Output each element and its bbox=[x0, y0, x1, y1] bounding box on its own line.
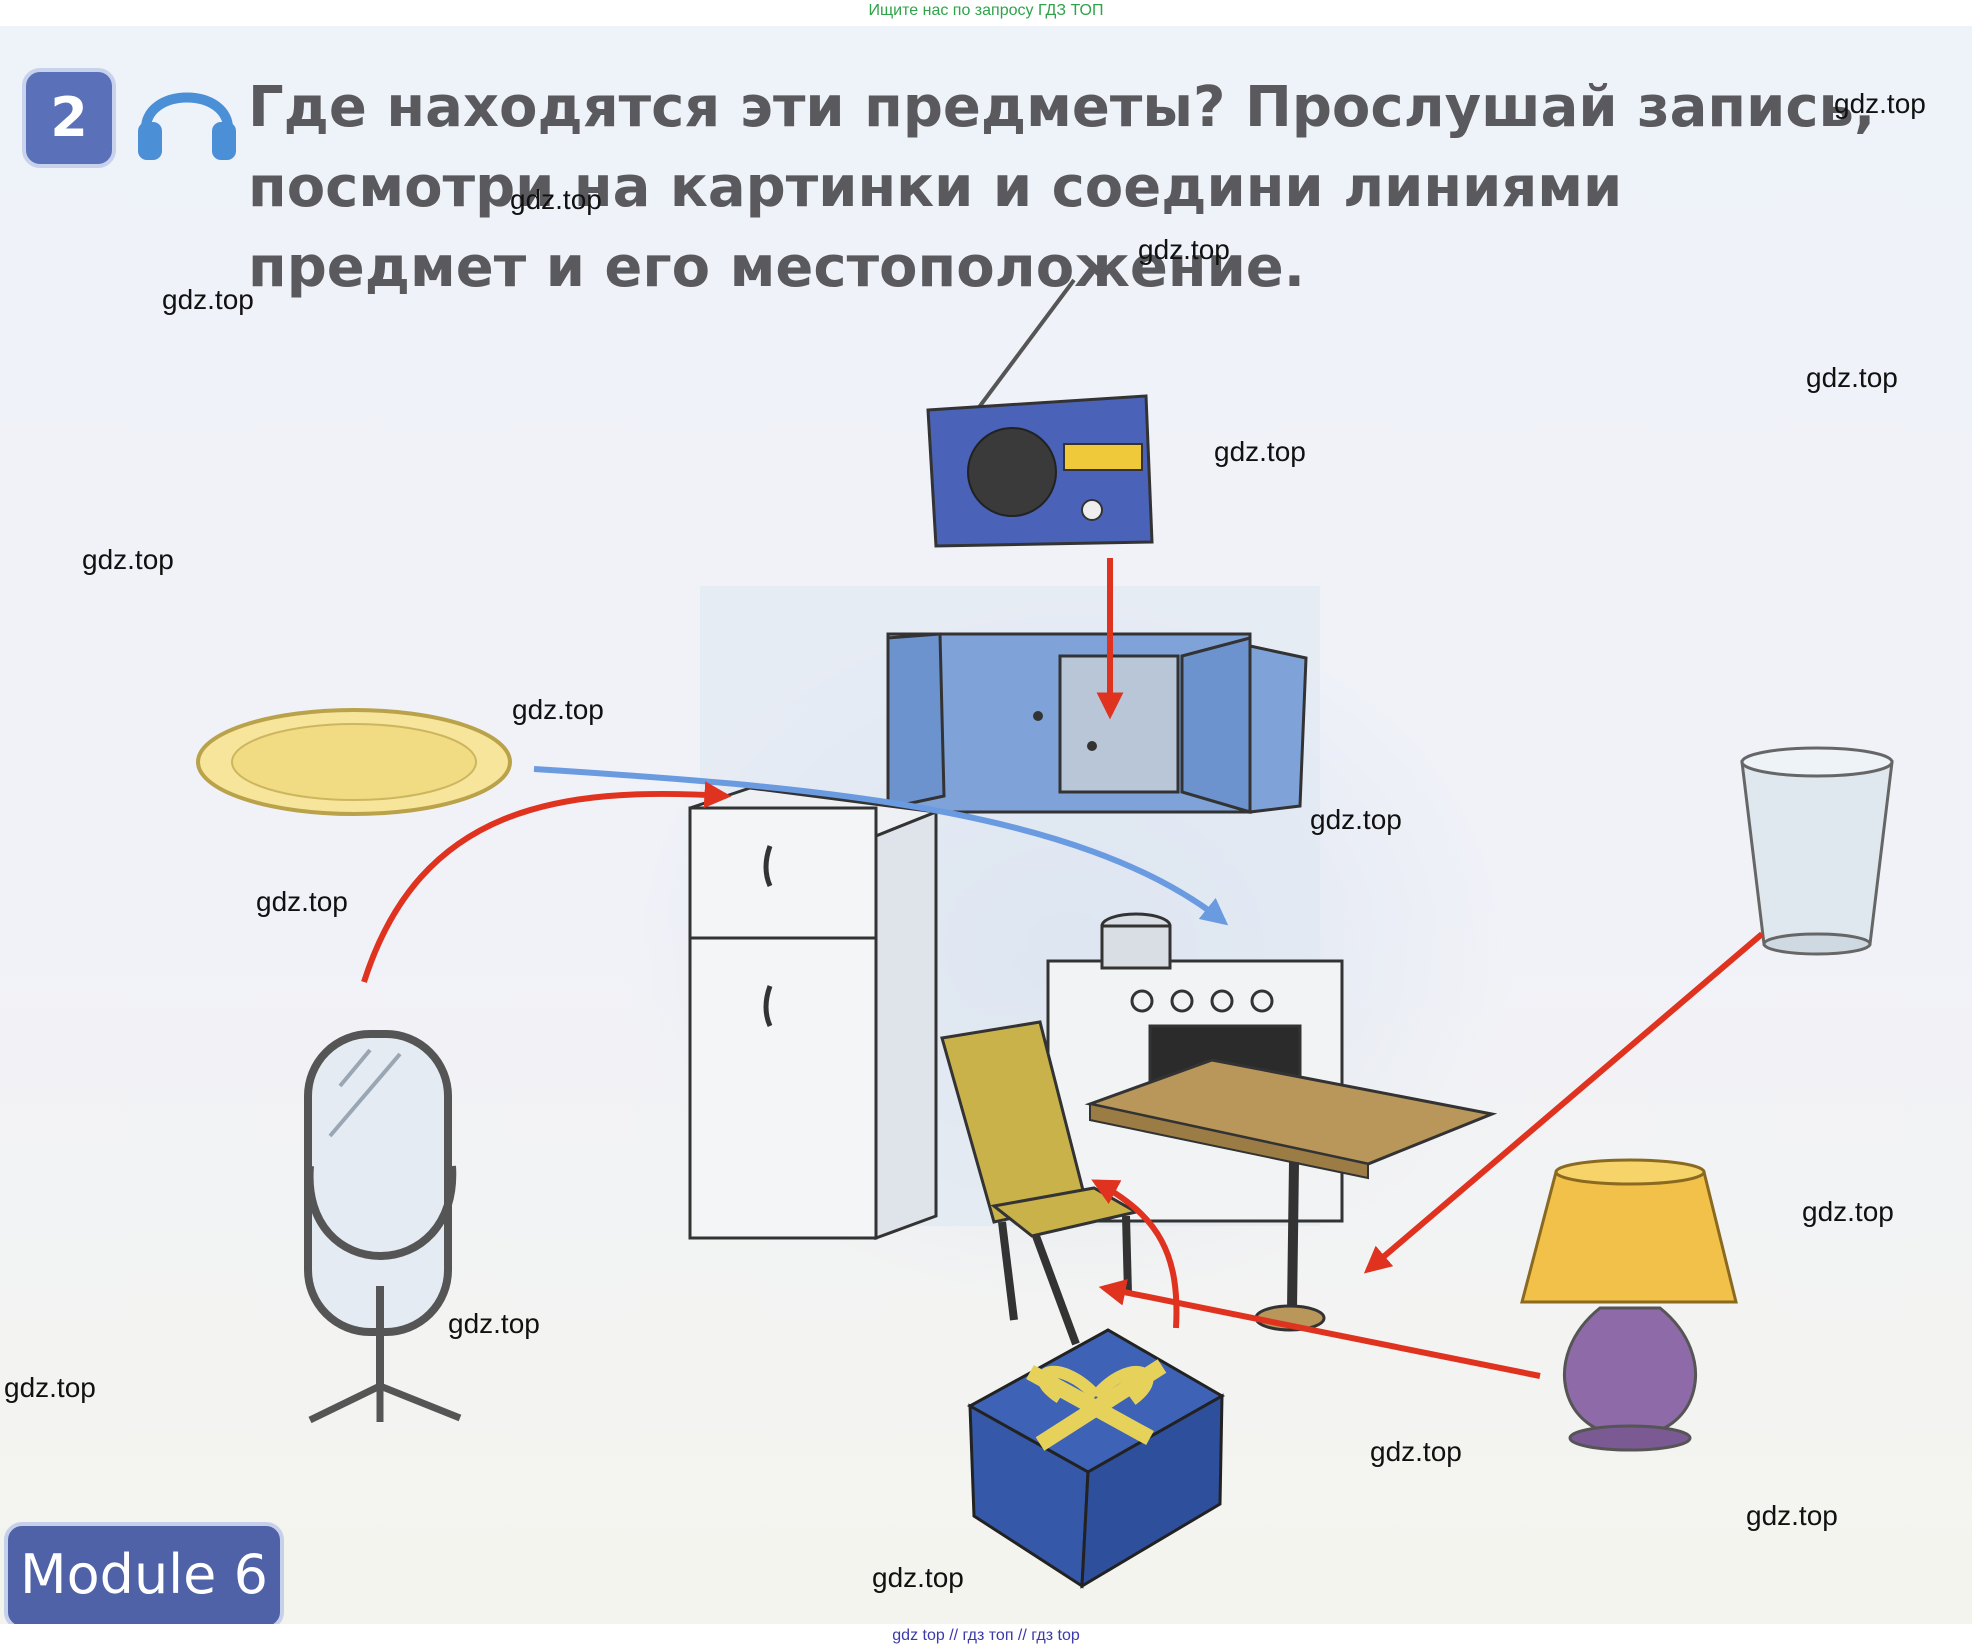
mirror-icon bbox=[304, 1030, 462, 1424]
watermark: gdz.top bbox=[1214, 436, 1306, 467]
arrow-plate-to-cooker bbox=[533, 766, 1229, 926]
watermark: gdz.top bbox=[1370, 1436, 1462, 1467]
arrow-gift-to-chair bbox=[1091, 1179, 1180, 1329]
radio-icon bbox=[926, 278, 1154, 548]
watermark: gdz.top bbox=[1802, 1196, 1894, 1227]
watermark: gdz.top bbox=[1310, 804, 1402, 835]
plate-icon bbox=[196, 708, 512, 816]
chair bbox=[940, 1020, 1141, 1346]
watermark: gdz.top bbox=[82, 544, 174, 575]
watermark: gdz.top bbox=[256, 886, 348, 917]
watermark: gdz.top bbox=[4, 1372, 96, 1403]
exercise-number-badge: 2 bbox=[22, 68, 116, 168]
arrow-glass-to-table bbox=[1363, 931, 1764, 1274]
exercise-instruction: Где находятся эти предметы? Прослушай за… bbox=[248, 75, 1876, 300]
module-label: Module 6 bbox=[4, 1522, 284, 1624]
gift-box-icon bbox=[966, 1328, 1226, 1589]
matching-illustration bbox=[196, 278, 1894, 1589]
watermark: gdz.top bbox=[872, 1562, 964, 1593]
glass-icon bbox=[1740, 746, 1894, 956]
watermark: gdz.top bbox=[510, 184, 602, 215]
watermark: gdz.top bbox=[162, 284, 254, 315]
table bbox=[1084, 1058, 1498, 1332]
cupboard bbox=[886, 632, 1308, 815]
headphones-icon bbox=[138, 92, 236, 160]
watermark: gdz.top bbox=[448, 1308, 540, 1339]
fridge bbox=[688, 786, 942, 1241]
watermark: gdz.top bbox=[512, 694, 604, 725]
bottom-banner: gdz top // гдз топ // гдз top bbox=[892, 1627, 1080, 1644]
top-banner: Ищите нас по запросу ГДЗ ТОП bbox=[868, 2, 1104, 19]
watermark: gdz.top bbox=[1746, 1500, 1838, 1531]
watermark: gdz.top bbox=[1138, 234, 1230, 265]
arrow-mirror-to-fridge bbox=[361, 781, 732, 983]
arrow-lamp-to-chair bbox=[1098, 1279, 1541, 1379]
watermark: gdz.top bbox=[1806, 362, 1898, 393]
watermark: gdz.top bbox=[1834, 88, 1926, 119]
textbook-page: 2 Где находятся эти предметы? Прослушай … bbox=[0, 26, 1972, 1624]
lamp-icon bbox=[1520, 1158, 1738, 1452]
